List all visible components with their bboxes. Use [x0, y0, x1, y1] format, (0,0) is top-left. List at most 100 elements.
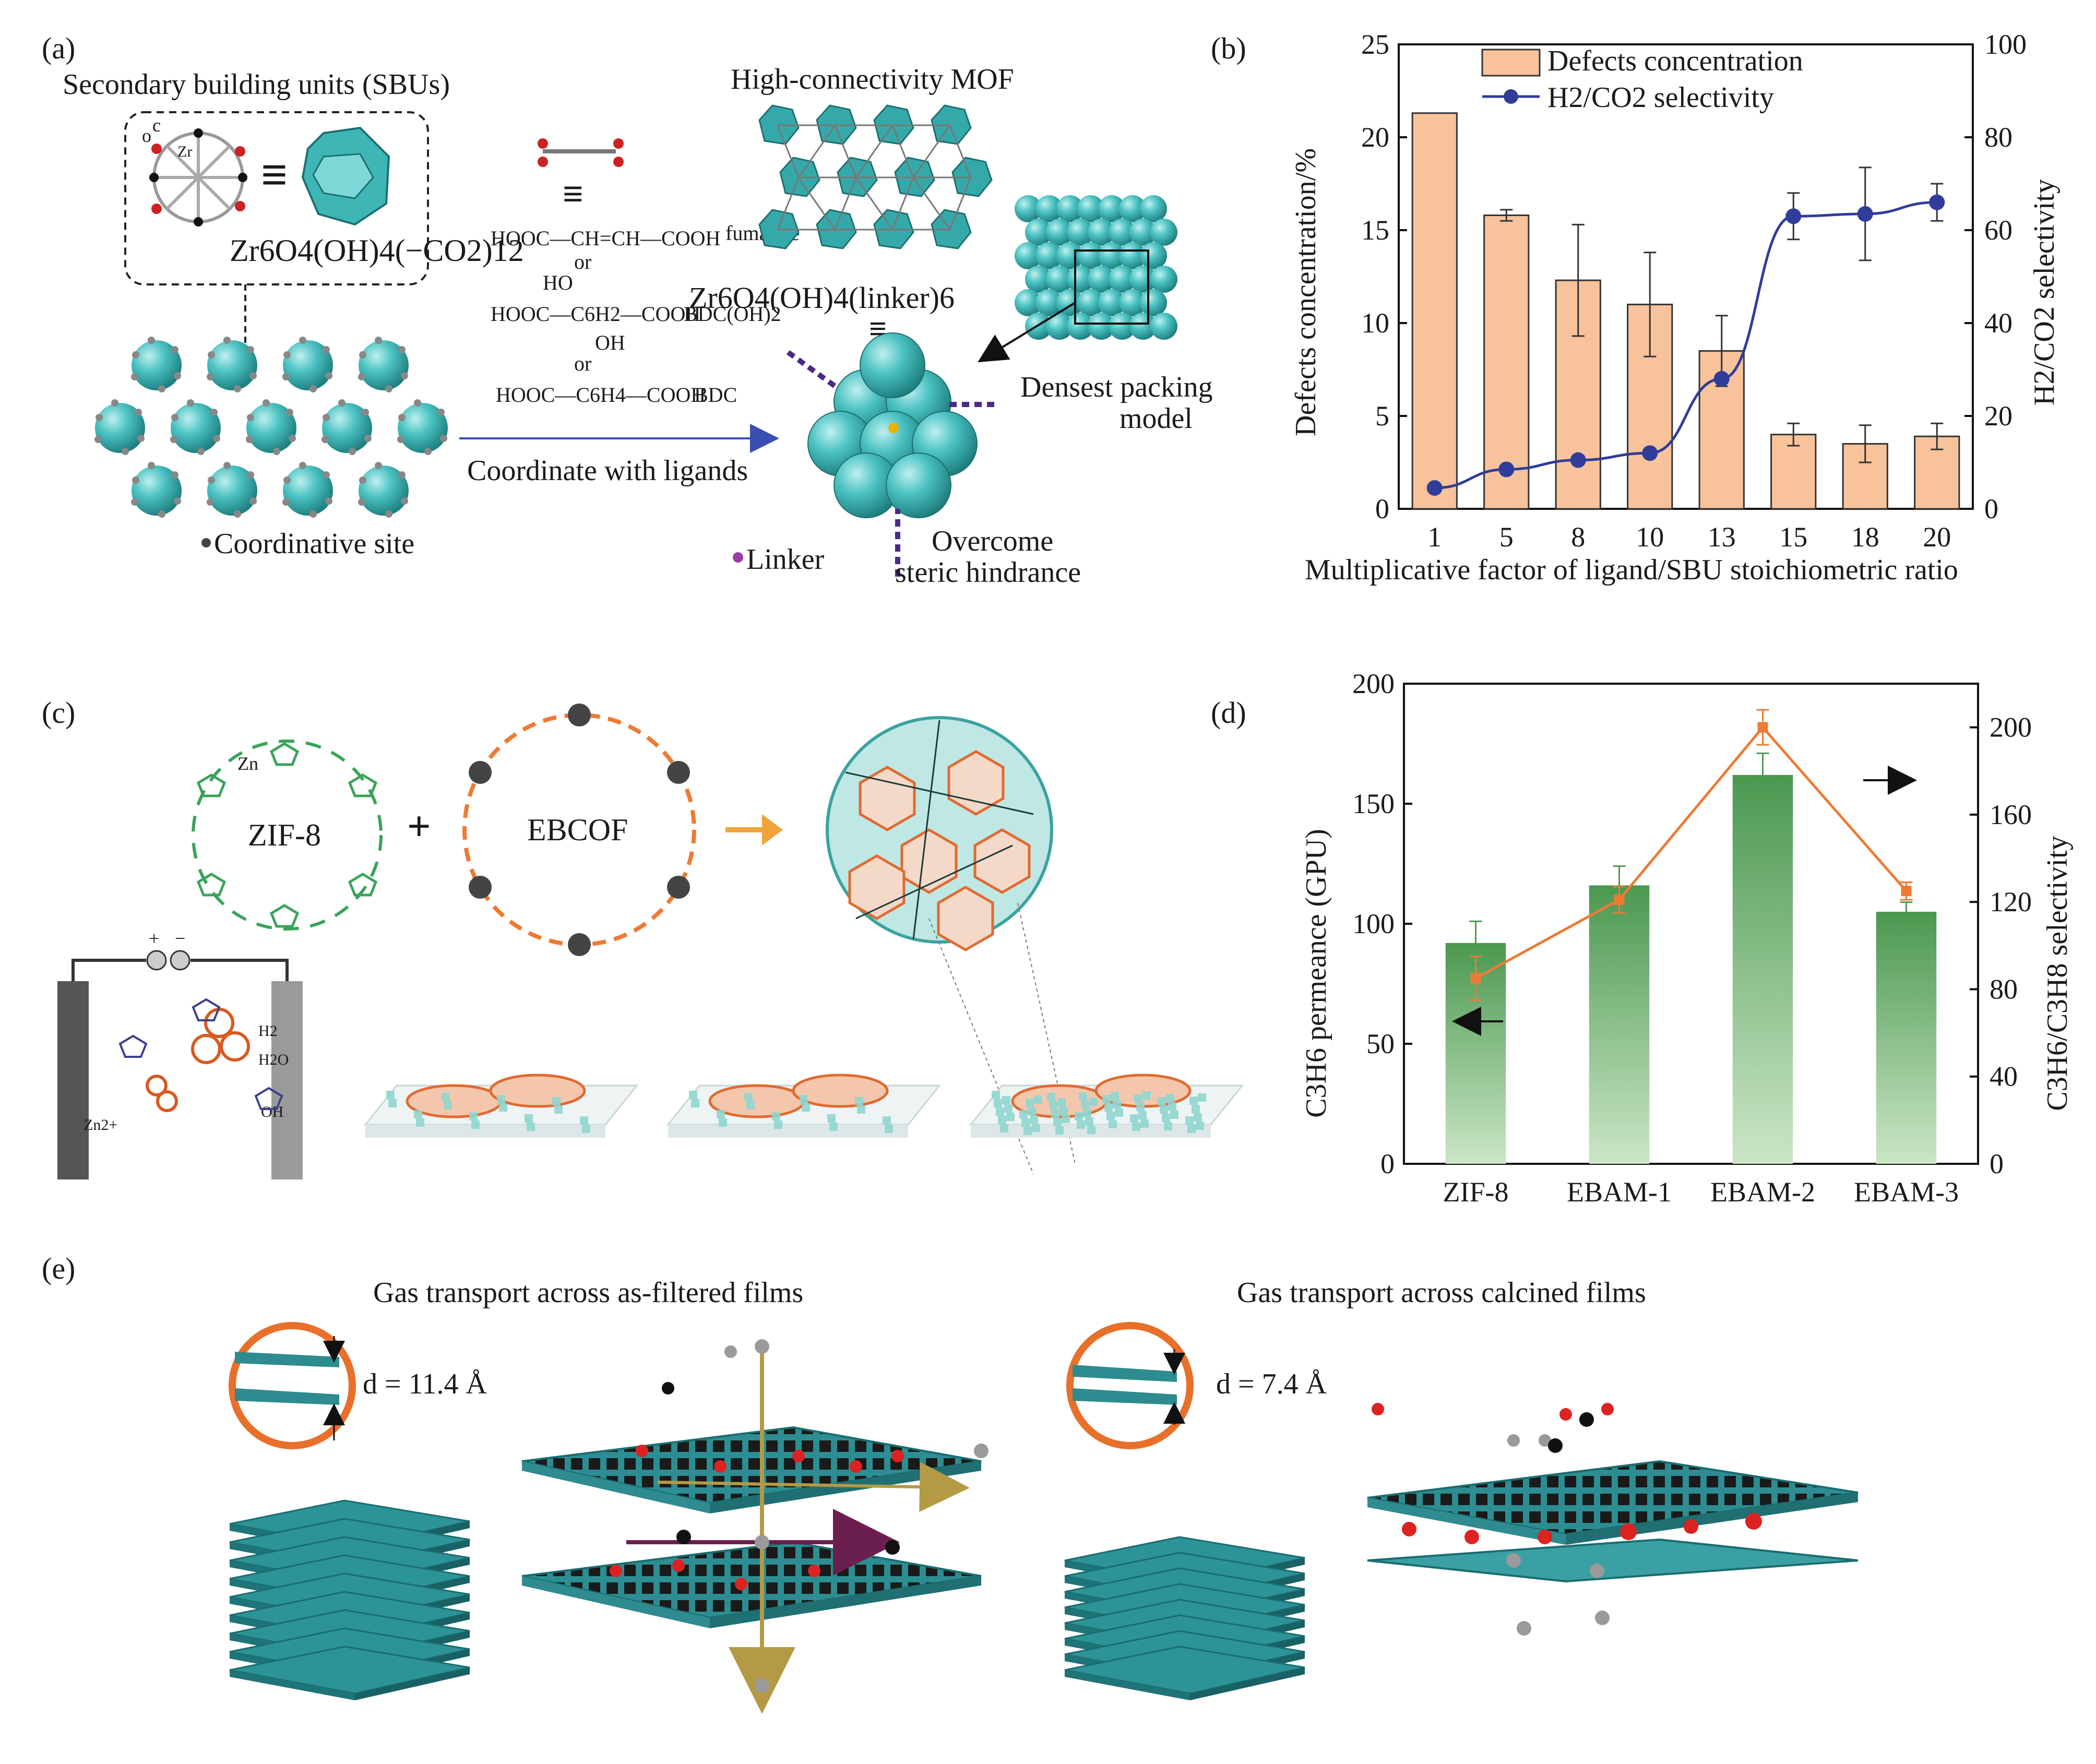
line-point	[1426, 480, 1443, 496]
x-tick-label: 10	[1636, 521, 1664, 553]
atom-label-o: o	[142, 125, 151, 146]
x-tick-label: EBAM-3	[1854, 1176, 1959, 1208]
series-line	[1475, 725, 1908, 980]
y2-tick-label: 200	[1990, 712, 2032, 743]
mof-title: High-connectivity MOF	[731, 63, 1014, 96]
mof-formula: Zr6O4(OH)4(linker)6	[689, 281, 955, 315]
sheets-calcined	[1367, 1403, 1859, 1636]
zoom-guide-2	[1017, 902, 1076, 1164]
d-spacing-left: d = 11.4 Å	[363, 1368, 487, 1400]
sbu-lattice	[94, 337, 448, 518]
y2-tick-label: 0	[1990, 1148, 2004, 1179]
legend-bar-swatch	[1481, 49, 1541, 77]
equiv-sign-2: ≡	[563, 174, 583, 214]
linker3-formula: HOOC—C6H4—COOH	[496, 383, 706, 407]
title-calcined: Gas transport across calcined films	[1237, 1277, 1646, 1309]
sbu-ball	[359, 340, 409, 390]
bar	[1732, 774, 1793, 1164]
mof-node	[931, 209, 972, 249]
y2-tick-label: 40	[1990, 1061, 2018, 1092]
sbu-title: Secondary building units (SBUs)	[63, 68, 450, 101]
ebcof-label: EBCOF	[527, 813, 628, 847]
sbu-ball	[398, 403, 448, 453]
mof-node	[931, 104, 972, 145]
y2-tick-label: 120	[1990, 886, 2032, 917]
y-tick-label: 50	[1366, 1028, 1395, 1059]
steric-arrows	[787, 350, 994, 577]
d-spacing-right: d = 7.4 Å	[1216, 1368, 1327, 1400]
y2-tick-label: 0	[1984, 493, 1998, 525]
x-tick-label: 13	[1708, 521, 1736, 553]
linker2-name: BDC(OH)2	[684, 302, 781, 326]
zif8-label: ZIF-8	[248, 818, 321, 852]
ebcof-ring: EBCOF	[462, 704, 696, 956]
densest-packing-model	[1015, 195, 1177, 340]
sbu-ball	[246, 403, 296, 453]
or-2: or	[574, 352, 591, 375]
panel-c-tag: (c)	[42, 696, 75, 730]
densest-label-2: model	[1120, 402, 1193, 435]
title-as-filtered: Gas transport across as-filtered films	[373, 1277, 803, 1309]
inset-right	[1066, 1322, 1194, 1449]
plot-frame	[1398, 43, 1974, 510]
equiv-sign: ≡	[261, 149, 288, 201]
line-point	[1570, 452, 1586, 468]
panel-c: (c) Zn ZIF-8 + EBCOF	[42, 696, 1244, 1179]
x-tick-label: 8	[1571, 521, 1585, 553]
y-tick-label: 15	[1361, 214, 1389, 246]
sbu-ball	[283, 466, 333, 516]
cof-domain	[973, 828, 1031, 894]
chart-d-ylabel-left: C3H6 permeance (GPU)	[1300, 829, 1332, 1118]
cof-domain	[859, 766, 916, 831]
zoom-box	[1074, 249, 1149, 325]
h2o-label: H2O	[258, 1051, 289, 1068]
packing-sphere	[860, 332, 925, 398]
y2-tick-label: 40	[1984, 307, 2012, 339]
sbu-ball	[95, 403, 145, 453]
growth-slabs	[363, 1074, 1244, 1138]
x-tick-label: 15	[1779, 521, 1807, 553]
linker-dot	[733, 552, 743, 563]
mof-node	[951, 157, 993, 197]
chart-d-ylabel-right: C3H6/C3H8 selectivity	[2041, 836, 2074, 1111]
bar	[1411, 112, 1458, 510]
x-tick-label: 20	[1923, 521, 1951, 553]
linker1-formula: HOOC—CH=CH—COOH	[491, 227, 720, 250]
cof-domain	[937, 886, 994, 951]
x-tick-label: 18	[1851, 521, 1879, 553]
sbu-ball	[207, 340, 257, 390]
membrane-zoom-circle	[826, 716, 1053, 951]
line-point	[1614, 895, 1625, 905]
sbu-ball	[207, 466, 257, 516]
coordinate-label: Coordinate with ligands	[467, 455, 748, 487]
arrow-orange	[725, 814, 783, 845]
sbu-polyhedron	[301, 126, 390, 226]
packing-cluster	[807, 332, 978, 518]
legend-bar-label: Defects concentration	[1547, 45, 1803, 77]
y-tick-label: 20	[1361, 122, 1389, 153]
steric-label-2: steric hindrance	[895, 556, 1081, 589]
densest-label-1: Densest packing	[1020, 371, 1213, 403]
line-point	[1929, 194, 1945, 210]
panel-b-tag: (b)	[1211, 31, 1246, 65]
oh-label: OH	[261, 1103, 283, 1121]
plus-sign: +	[407, 804, 431, 850]
inset-left	[229, 1322, 356, 1449]
sbu-ball	[359, 466, 409, 516]
legend-line-marker	[1504, 89, 1518, 104]
linker3-name: BDC	[694, 383, 737, 407]
panel-a: (a) Secondary building units (SBUs) o c …	[42, 31, 1213, 589]
bar	[1483, 214, 1530, 510]
sbu-box	[124, 111, 429, 285]
y-tick-label: 25	[1361, 29, 1389, 60]
x-tick-label: EBAM-1	[1567, 1176, 1672, 1208]
line-point	[1642, 445, 1658, 461]
zn-label: Zn	[237, 753, 258, 774]
zn-ion-label: Zn2+	[84, 1116, 117, 1134]
h2-label: H2	[258, 1022, 278, 1040]
line-point	[1498, 461, 1515, 478]
coord-site-legend: Coordinative site	[214, 528, 414, 560]
sbu-ball	[322, 403, 372, 453]
